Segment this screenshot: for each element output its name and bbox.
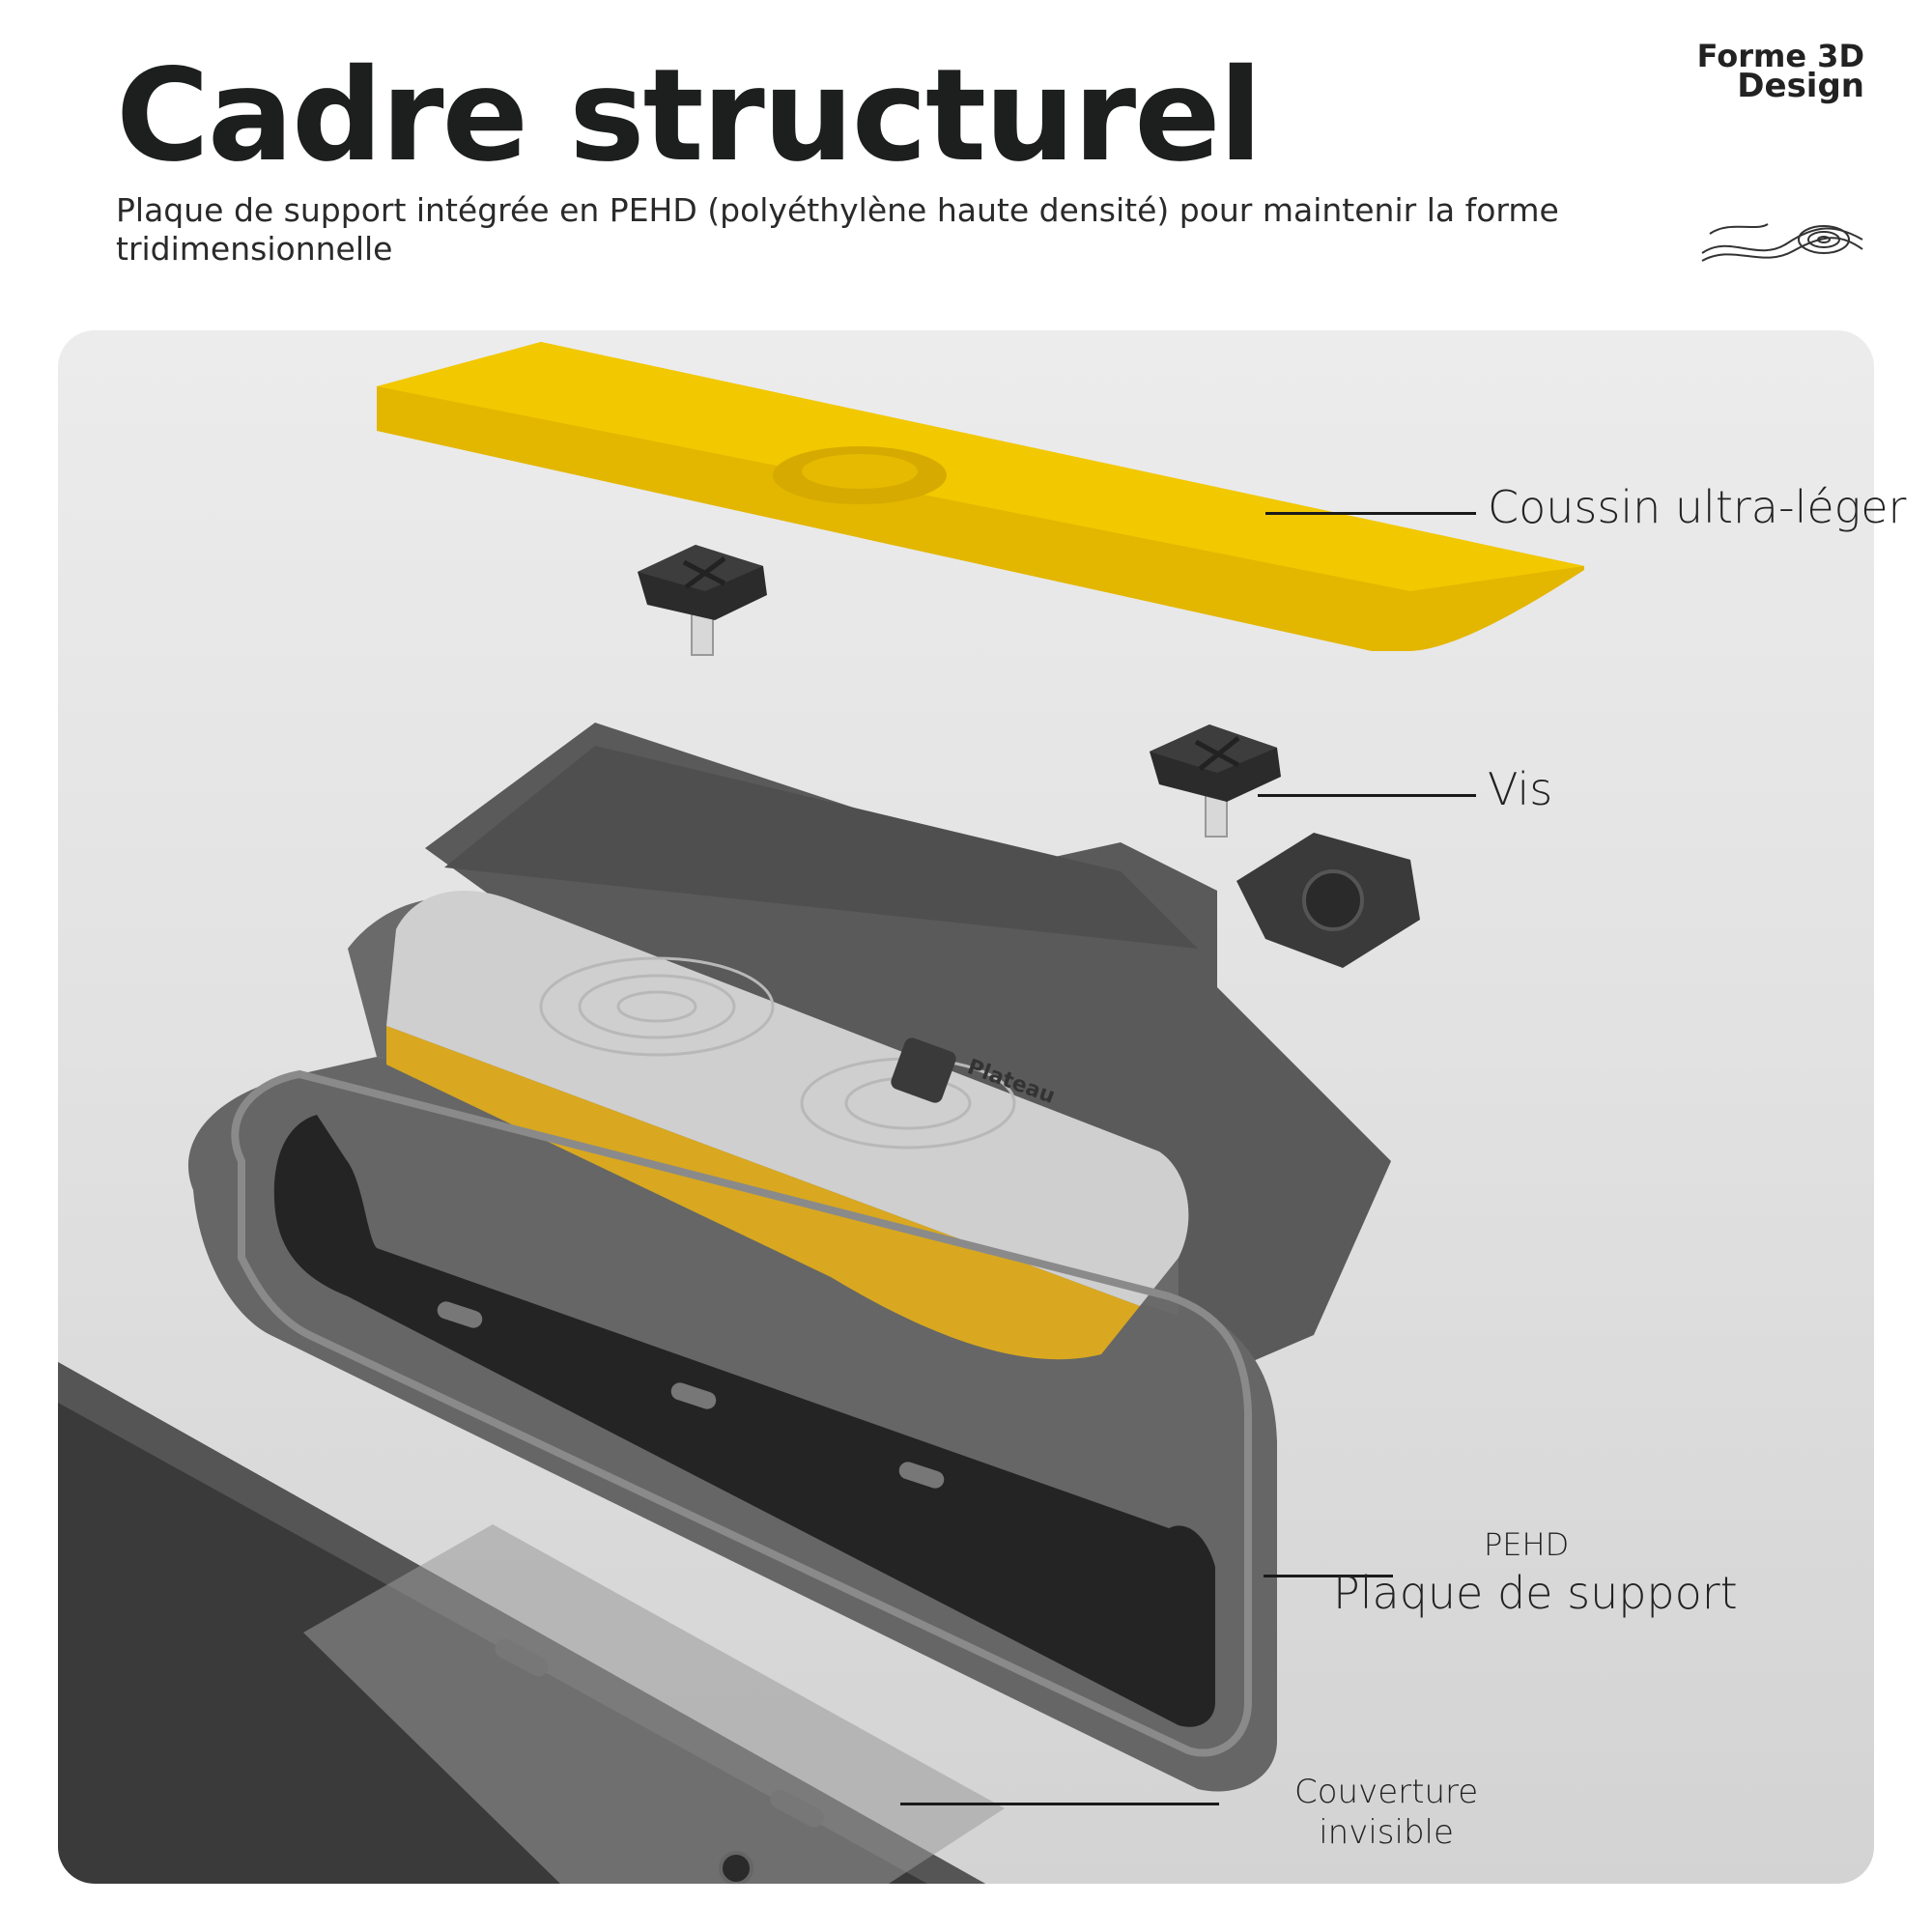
topographic-icon <box>1701 223 1863 262</box>
label-support-plate: Plaque de support <box>1333 1567 1738 1619</box>
screw <box>638 545 767 656</box>
brand-line-1: Forme 3D <box>1696 38 1864 74</box>
label-cover-line-2: invisible <box>1319 1813 1454 1852</box>
product-illustration-panel: Plateau <box>58 330 1874 1884</box>
invisible-cover <box>58 1362 1005 1884</box>
screw <box>1150 724 1281 838</box>
label-cover-line-1: Couverture <box>1294 1773 1479 1811</box>
callout-line-cushion <box>1265 512 1476 515</box>
felt-lining <box>273 1115 1215 1727</box>
page-title: Cadre structurel <box>116 42 1263 190</box>
label-plate-material: PEHD <box>1484 1526 1570 1563</box>
exploded-view-illustration: Plateau <box>58 342 1584 1884</box>
label-cushion: Coussin ultra-léger <box>1488 481 1907 533</box>
callout-line-screws <box>1258 794 1476 797</box>
frame-front-rim <box>231 1069 1252 1757</box>
mounting-bracket <box>1236 833 1420 968</box>
label-invisible-cover: Couverture invisible <box>1294 1772 1478 1853</box>
callout-line-cover <box>900 1803 1219 1805</box>
label-screws: Vis <box>1488 763 1553 815</box>
callout-line-plate <box>1264 1575 1393 1577</box>
brand-line-2: Design <box>1737 67 1864 105</box>
brand-logo: Forme 3D Design <box>1697 39 1864 102</box>
ultralight-cushion <box>377 342 1584 651</box>
page-subtitle: Plaque de support intégrée en PEHD (poly… <box>116 191 1559 268</box>
